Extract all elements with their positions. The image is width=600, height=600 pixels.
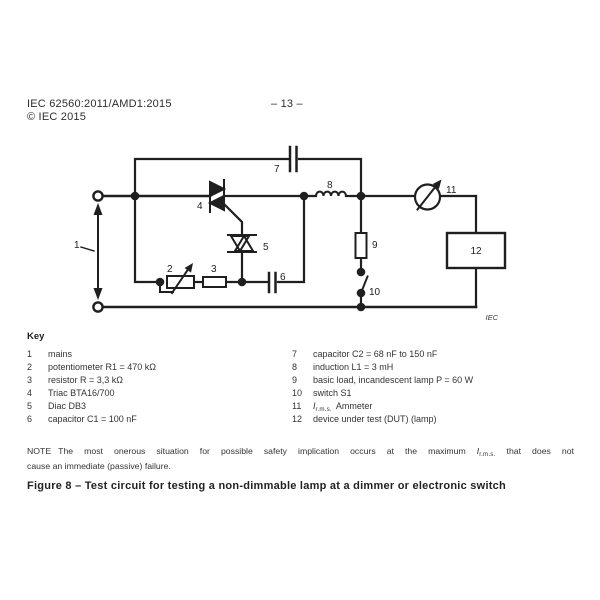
key-item-text: resistor R = 3,3 kΩ <box>48 375 124 385</box>
note-text-post: that does not <box>506 446 574 456</box>
key-item-number: 12 <box>292 414 303 424</box>
resistor-symbol <box>202 276 227 288</box>
label-diac: 5 <box>263 242 269 253</box>
rms-current-symbol: I <box>476 446 480 456</box>
key-item-symbol: Ir.m.s. <box>313 401 332 413</box>
key-item-text: basic load, incandescent lamp P = 60 W <box>313 375 474 385</box>
inductor-symbol <box>314 190 348 198</box>
note-lead: NOTE <box>27 446 52 456</box>
key-item-5: 5 Diac DB3 <box>27 401 156 414</box>
key-item-12: 12 device under test (DUT) (lamp) <box>292 414 473 427</box>
key-item-number: 4 <box>27 388 33 398</box>
note-line-1: NOTE The most onerous situation for possi… <box>27 446 574 461</box>
key-item-text: Ammeter <box>335 401 373 411</box>
label-basic-load: 9 <box>372 240 378 251</box>
label-mains: 1 <box>74 240 80 251</box>
label-capacitor-c2: 7 <box>274 164 280 175</box>
potentiometer-symbol <box>159 263 195 295</box>
key-item-2: 2 potentiometer R1 = 470 kΩ <box>27 362 156 375</box>
label-switch: 10 <box>369 287 381 298</box>
key-item-text: capacitor C1 = 100 nF <box>48 414 137 424</box>
basic-load-symbol <box>354 232 368 259</box>
key-item-4: 4 Triac BTA16/700 <box>27 388 156 401</box>
key-item-text: potentiometer R1 = 470 kΩ <box>48 362 157 372</box>
key-item-text: Triac BTA16/700 <box>48 388 115 398</box>
iec-mark: IEC <box>485 313 498 322</box>
rms-subscript: r.m.s. <box>479 451 496 458</box>
rms-current-symbol: I <box>313 401 316 411</box>
key-item-6: 6 capacitor C1 = 100 nF <box>27 414 156 427</box>
figure-caption: Figure 8 – Test circuit for testing a no… <box>27 480 507 492</box>
key-item-number: 10 <box>292 388 303 398</box>
key-item-number: 6 <box>27 414 33 424</box>
key-item-3: 3 resistor R = 3,3 kΩ <box>27 375 156 388</box>
document-reference: IEC 62560:2011/AMD1:2015 <box>27 98 172 110</box>
key-title: Key <box>27 331 45 342</box>
key-item-text: Diac DB3 <box>48 401 87 411</box>
key-item-text: mains <box>48 349 73 359</box>
key-column-left: 1 mains 2 potentiometer R1 = 470 kΩ 3 re… <box>27 349 156 427</box>
label-dut: 12 <box>470 246 482 257</box>
key-item-10: 10 switch S1 <box>292 388 473 401</box>
circuit-wires <box>101 157 478 309</box>
ammeter-symbol <box>413 179 442 211</box>
label-capacitor-c1: 6 <box>280 272 286 283</box>
label-resistor: 3 <box>211 264 217 275</box>
mains-symbol <box>80 190 104 313</box>
key-item-text: device under test (DUT) (lamp) <box>313 414 437 424</box>
label-triac: 4 <box>197 201 203 212</box>
capacitor-c2-symbol <box>288 145 298 173</box>
note-line-2: cause an immediate (passive) failure. <box>27 460 171 471</box>
key-item-number: 9 <box>292 375 298 385</box>
key-item-text: switch S1 <box>313 388 352 398</box>
label-potentiometer: 2 <box>167 264 173 275</box>
label-ammeter: 11 <box>446 185 457 196</box>
note-block: NOTE The most onerous situation for possi… <box>27 446 574 472</box>
key-item-11: 11 Ir.m.s. Ammeter <box>292 401 473 414</box>
key-item-number: 8 <box>292 362 298 372</box>
capacitor-c1-symbol <box>267 271 277 294</box>
key-item-number: 2 <box>27 362 33 372</box>
dut-box <box>445 231 507 270</box>
page-number: – 13 – <box>271 98 303 110</box>
key-item-1: 1 mains <box>27 349 156 362</box>
key-item-text: induction L1 = 3 mH <box>313 362 394 372</box>
key-item-7: 7 capacitor C2 = 68 nF to 150 nF <box>292 349 473 362</box>
copyright-line: © IEC 2015 <box>27 111 87 123</box>
key-item-number: 7 <box>292 349 298 359</box>
triac-symbol <box>207 179 227 213</box>
rms-subscript: r.m.s. <box>315 406 332 413</box>
note-text-pre: The most onerous situation for possible … <box>58 446 466 456</box>
key-item-text: capacitor C2 = 68 nF to 150 nF <box>313 349 438 359</box>
key-item-number: 5 <box>27 401 33 411</box>
diac-symbol <box>227 234 257 253</box>
label-induction: 8 <box>327 180 333 191</box>
key-column-right: 7 capacitor C2 = 68 nF to 150 nF 8 induc… <box>292 349 473 427</box>
key-item-8: 8 induction L1 = 3 mH <box>292 362 473 375</box>
junction-dots <box>130 191 366 312</box>
key-item-number: 1 <box>27 349 33 359</box>
key-item-number: 11 <box>292 401 302 411</box>
key-item-9: 9 basic load, incandescent lamp P = 60 W <box>292 375 473 388</box>
key-item-number: 3 <box>27 375 33 385</box>
